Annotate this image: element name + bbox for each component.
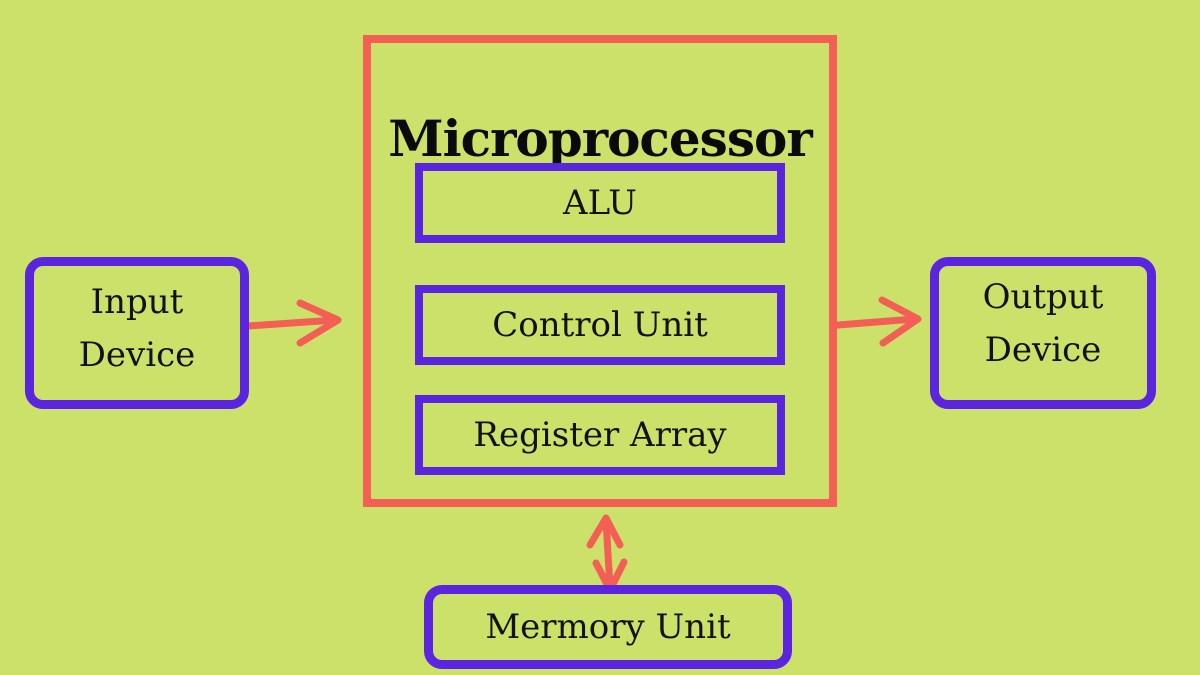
arrow-input-to-cpu	[244, 299, 342, 347]
input-device-box: Input Device	[25, 257, 249, 409]
component-alu: ALU	[415, 163, 785, 243]
memory-unit-box: Mermory Unit	[424, 585, 792, 669]
component-label: Control Unit	[492, 304, 708, 345]
arrow-cpu-memory-bidirectional	[586, 514, 628, 594]
output-device-box: Output Device	[930, 257, 1156, 409]
component-label: Register Array	[473, 414, 727, 455]
component-register-array: Register Array	[415, 395, 785, 475]
microprocessor-title: Microprocessor	[388, 109, 812, 168]
arrow-cpu-to-output	[834, 296, 922, 347]
microprocessor-box: Microprocessor	[363, 35, 837, 507]
output-device-line1: Output	[982, 277, 1104, 318]
output-device-line2: Device	[984, 330, 1102, 370]
input-device-line2: Device	[78, 335, 196, 375]
component-label: ALU	[563, 182, 637, 223]
memory-unit-label: Mermory Unit	[485, 606, 731, 647]
input-device-line1: Input	[90, 282, 184, 323]
component-control-unit: Control Unit	[415, 285, 785, 365]
